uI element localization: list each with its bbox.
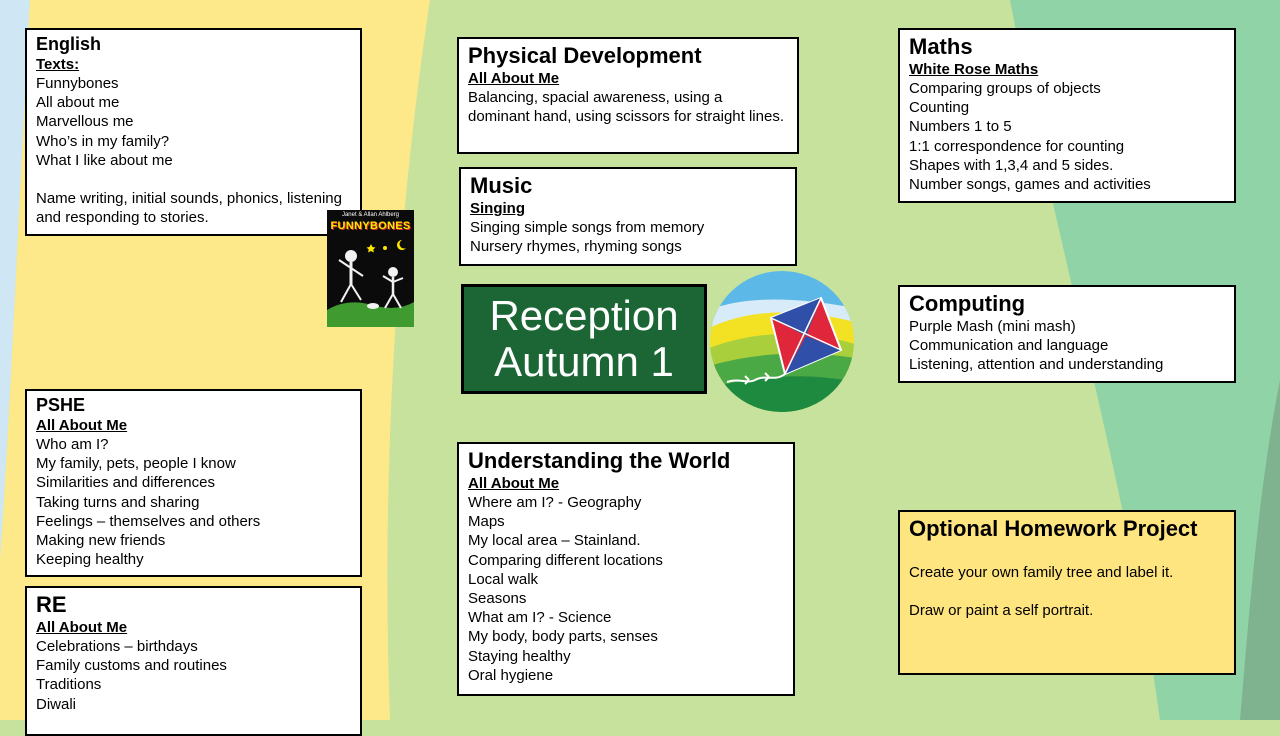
understanding-world-item: Oral hygiene xyxy=(468,666,554,684)
maths-item: Shapes with 1,3,4 and 5 sides. xyxy=(909,156,1114,174)
english-text-item: What I like about me xyxy=(36,151,173,169)
english-text-item: Funnybones xyxy=(36,75,119,92)
computing-item: Purple Mash (mini mash) xyxy=(909,318,1076,335)
understanding-world-item: Staying healthy xyxy=(468,647,571,665)
pshe-item: Taking turns and sharing xyxy=(36,493,200,511)
english-text-item: Who’s in my family? xyxy=(36,132,170,150)
understanding-world-item: Local walk xyxy=(468,570,539,588)
english-panel: English Texts: Funnybones All about me M… xyxy=(25,28,362,236)
understanding-world-item: What am I? - Science xyxy=(468,609,612,627)
maths-item: Numbers 1 to 5 xyxy=(909,118,1012,136)
book-cover-icon: Janet & Allan Ahlberg FUNNYBONES xyxy=(327,210,414,327)
homework-item: Draw or paint a self portrait. xyxy=(909,602,1094,620)
reception-line-2: Autumn 1 xyxy=(494,338,674,385)
pshe-title: PSHE xyxy=(36,395,86,415)
computing-panel: Computing Purple Mash (mini mash) Commun… xyxy=(898,285,1236,383)
understanding-world-item: Where am I? - Geography xyxy=(468,494,642,511)
pshe-item: Feelings – themselves and others xyxy=(36,512,261,530)
pshe-item: Making new friends xyxy=(36,532,166,550)
computing-title: Computing xyxy=(909,291,1026,316)
physical-development-title: Physical Development xyxy=(468,43,702,68)
physical-development-subheading: All About Me xyxy=(468,70,560,87)
physical-development-text: Balancing, spacial awareness, using a do… xyxy=(468,89,784,126)
skeleton-illustration xyxy=(327,240,414,327)
re-item: Diwali xyxy=(36,695,77,713)
english-title: English xyxy=(36,34,102,54)
understanding-world-item: Maps xyxy=(468,513,505,531)
understanding-world-panel: Understanding the World All About Me Whe… xyxy=(457,442,795,696)
maths-item: Number songs, games and activities xyxy=(909,176,1151,194)
computing-item: Communication and language xyxy=(909,337,1109,355)
music-subheading: Singing xyxy=(470,200,525,217)
homework-title: Optional Homework Project xyxy=(909,516,1198,541)
maths-item: 1:1 correspondence for counting xyxy=(909,137,1125,155)
maths-item: Comparing groups of objects xyxy=(909,80,1101,97)
kite-logo-icon xyxy=(710,271,854,412)
understanding-world-item: My local area – Stainland. xyxy=(468,532,641,550)
pshe-item: My family, pets, people I know xyxy=(36,455,236,473)
music-item: Singing simple songs from memory xyxy=(470,219,705,236)
homework-item: Create your own family tree and label it… xyxy=(909,564,1174,581)
understanding-world-item: Comparing different locations xyxy=(468,551,663,569)
book-author: Janet & Allan Ahlberg xyxy=(341,212,400,218)
re-title: RE xyxy=(36,592,67,617)
music-panel: Music Singing Singing simple songs from … xyxy=(459,167,797,266)
reception-line-1: Reception xyxy=(489,292,679,339)
understanding-world-item: Seasons xyxy=(468,590,527,608)
book-title: FUNNYBONES xyxy=(330,220,411,232)
understanding-world-title: Understanding the World xyxy=(468,448,731,473)
music-title: Music xyxy=(470,173,533,198)
english-text-item: All about me xyxy=(36,94,120,112)
re-panel: RE All About Me Celebrations – birthdays… xyxy=(25,586,362,736)
english-skills: Name writing, initial sounds, phonics, l… xyxy=(36,190,342,227)
pshe-item: Who am I? xyxy=(36,436,109,453)
english-text-item: Marvellous me xyxy=(36,113,134,131)
maths-item: Counting xyxy=(909,99,970,117)
computing-item: Listening, attention and understanding xyxy=(909,356,1164,374)
pshe-item: Similarities and differences xyxy=(36,474,215,492)
understanding-world-item: My body, body parts, senses xyxy=(468,628,658,646)
physical-development-panel: Physical Development All About Me Balanc… xyxy=(457,37,799,154)
music-item: Nursery rhymes, rhyming songs xyxy=(470,238,682,256)
re-item: Celebrations – birthdays xyxy=(36,638,198,655)
understanding-world-subheading: All About Me xyxy=(468,475,560,492)
maths-title: Maths xyxy=(909,34,973,59)
reception-title-banner: Reception Autumn 1 xyxy=(461,284,707,394)
pshe-panel: PSHE All About Me Who am I? My family, p… xyxy=(25,389,362,577)
re-item: Family customs and routines xyxy=(36,657,227,675)
homework-panel: Optional Homework Project Create your ow… xyxy=(898,510,1236,675)
re-subheading: All About Me xyxy=(36,619,128,636)
english-subheading: Texts: xyxy=(36,56,80,73)
pshe-item: Keeping healthy xyxy=(36,551,144,569)
maths-panel: Maths White Rose Maths Comparing groups … xyxy=(898,28,1236,203)
re-item: Traditions xyxy=(36,676,102,694)
maths-subheading: White Rose Maths xyxy=(909,61,1039,78)
pshe-subheading: All About Me xyxy=(36,417,128,434)
